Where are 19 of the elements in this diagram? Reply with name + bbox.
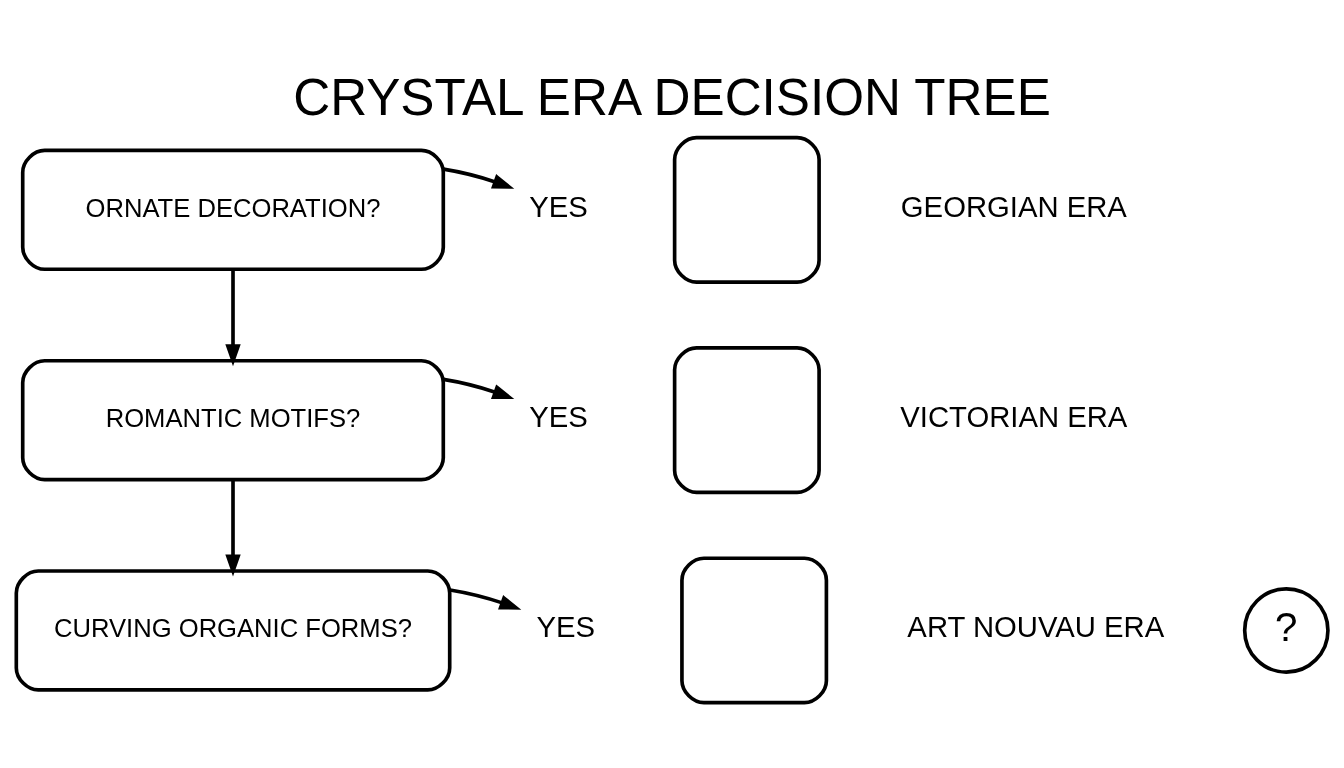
node-circle: ? (1242, 586, 1330, 674)
node-box (680, 555, 829, 705)
node-label: VICTORIAN ERA (900, 400, 1128, 433)
node-box (672, 345, 821, 494)
node-text: YES (529, 190, 588, 223)
node-box: ORNATE DECORATION? (20, 148, 446, 271)
arrow (225, 479, 241, 576)
node-box (672, 135, 821, 284)
node-text: YES (529, 400, 588, 433)
arrow (449, 587, 522, 610)
arrow (225, 269, 241, 366)
node-box: CURVING ORGANIC FORMS? (14, 568, 452, 692)
arrow (443, 377, 515, 399)
node-box: ROMANTIC MOTIFS? (20, 358, 446, 481)
diagram-title: CRYSTAL ERA DECISION TREE (293, 68, 1051, 126)
node-label: ART NOUVAU ERA (907, 610, 1165, 643)
node-label: GEORGIAN ERA (900, 190, 1127, 223)
arrow (443, 166, 515, 189)
node-text: YES (536, 610, 596, 643)
